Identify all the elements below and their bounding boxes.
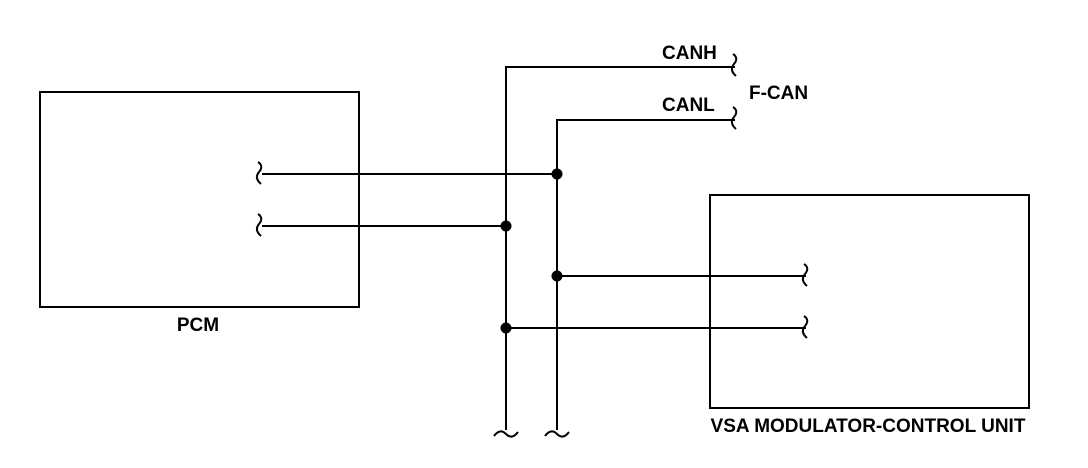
vsa-connector-symbol: [801, 315, 809, 339]
canl-label: CANL: [662, 95, 715, 116]
vsa-connector-symbol: [801, 263, 809, 287]
splice-point: [500, 322, 512, 334]
vsa-box: [709, 194, 1030, 409]
canh-connector-symbol: [730, 53, 738, 77]
pcm-connector-symbol: [255, 161, 263, 185]
canh-bottom-continuation-symbol: [493, 430, 519, 438]
pcm-box: [39, 91, 360, 308]
splice-point: [551, 168, 563, 180]
pcm-connector-symbol: [255, 213, 263, 237]
vsa-label: VSA MODULATOR-CONTROL UNIT: [711, 416, 1026, 437]
pcm-label: PCM: [177, 315, 219, 336]
splice-point: [551, 270, 563, 282]
splice-point: [500, 220, 512, 232]
canl-wire: [556, 119, 735, 430]
canh-label: CANH: [662, 43, 717, 64]
canl-bottom-continuation-symbol: [544, 430, 570, 438]
canl-connector-symbol: [730, 106, 738, 130]
bus-name-label: F-CAN: [749, 83, 808, 104]
canh-wire: [505, 66, 735, 430]
